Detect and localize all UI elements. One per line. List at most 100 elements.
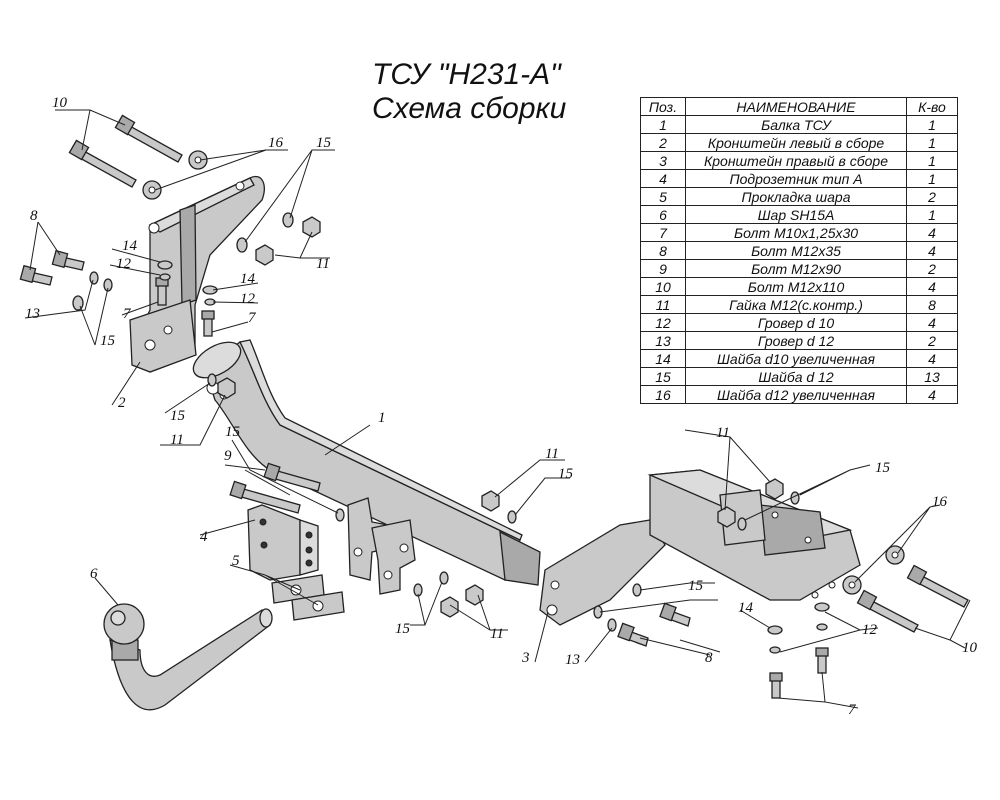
callout-7: 7 bbox=[248, 310, 257, 326]
bolts-m12x110-left bbox=[68, 114, 183, 188]
callout-9: 9 bbox=[224, 448, 232, 464]
lock-nuts bbox=[217, 216, 784, 618]
washers bbox=[72, 150, 905, 654]
cell-name: Шар SH15A bbox=[685, 205, 907, 224]
callout-13: 13 bbox=[565, 652, 580, 668]
bolts-m10-right bbox=[769, 647, 829, 699]
callout-11: 11 bbox=[716, 425, 730, 441]
cell-name: Прокладка шара bbox=[685, 187, 907, 206]
cell-name: Шайба d10 увеличенная bbox=[685, 349, 907, 368]
cell-pos: 3 bbox=[640, 151, 686, 170]
tow-ball bbox=[103, 603, 273, 711]
cell-name: Гровер d 10 bbox=[685, 313, 907, 332]
callout-15: 15 bbox=[558, 466, 574, 482]
callout-numbers: 10 16 15 8 14 12 14 12 13 15 7 7 11 2 15… bbox=[25, 95, 978, 718]
cell-pos: 14 bbox=[640, 349, 686, 368]
cell-pos: 5 bbox=[640, 187, 686, 206]
header-qty: К-во bbox=[906, 97, 958, 116]
cell-qty: 2 bbox=[906, 259, 958, 278]
cell-pos: 13 bbox=[640, 331, 686, 350]
callout-15: 15 bbox=[100, 333, 116, 349]
callout-10: 10 bbox=[962, 640, 978, 656]
callout-1: 1 bbox=[378, 410, 386, 426]
header-name: НАИМЕНОВАНИЕ bbox=[685, 97, 907, 116]
cell-qty: 13 bbox=[906, 367, 958, 386]
cell-qty: 4 bbox=[906, 349, 958, 368]
callout-12: 12 bbox=[240, 291, 256, 307]
bolts-m12x35-right bbox=[617, 602, 691, 647]
cell-qty: 4 bbox=[906, 241, 958, 260]
cell-qty: 4 bbox=[906, 277, 958, 296]
callout-11: 11 bbox=[316, 256, 330, 272]
callout-4: 4 bbox=[200, 529, 208, 545]
cell-pos: 2 bbox=[640, 133, 686, 152]
callout-14: 14 bbox=[738, 600, 754, 616]
callout-5: 5 bbox=[232, 553, 240, 569]
callout-8: 8 bbox=[705, 650, 713, 666]
header-pos: Поз. bbox=[640, 97, 686, 116]
cell-qty: 1 bbox=[906, 205, 958, 224]
cell-qty: 1 bbox=[906, 115, 958, 134]
diagram-title: ТСУ "H231-A" bbox=[372, 58, 561, 91]
cell-name: Болт М12х35 bbox=[685, 241, 907, 260]
cell-name: Болт М12х110 bbox=[685, 277, 907, 296]
callout-7: 7 bbox=[848, 702, 857, 718]
cell-pos: 9 bbox=[640, 259, 686, 278]
callout-15: 15 bbox=[395, 621, 411, 637]
cell-pos: 16 bbox=[640, 385, 686, 404]
bolts-m12x35-left bbox=[19, 249, 85, 286]
tow-bar-beam bbox=[192, 339, 541, 595]
callout-11: 11 bbox=[490, 626, 504, 642]
callout-15: 15 bbox=[688, 578, 704, 594]
cell-qty: 4 bbox=[906, 313, 958, 332]
callout-8: 8 bbox=[30, 208, 38, 224]
diagram-subtitle: Схема сборки bbox=[372, 92, 567, 125]
cell-pos: 1 bbox=[640, 115, 686, 134]
callout-15: 15 bbox=[875, 460, 891, 476]
cell-qty: 1 bbox=[906, 133, 958, 152]
left-bracket-assembly bbox=[129, 175, 265, 373]
cell-qty: 2 bbox=[906, 187, 958, 206]
cell-qty: 8 bbox=[906, 295, 958, 314]
cell-name: Кронштейн правый в сборе bbox=[685, 151, 907, 170]
cell-pos: 10 bbox=[640, 277, 686, 296]
callout-15: 15 bbox=[170, 408, 186, 424]
callout-3: 3 bbox=[521, 650, 530, 666]
cell-pos: 6 bbox=[640, 205, 686, 224]
callout-11: 11 bbox=[170, 432, 184, 448]
callout-15: 15 bbox=[225, 424, 241, 440]
callout-10: 10 bbox=[52, 95, 68, 111]
table-header-row: Поз. НАИМЕНОВАНИЕ К-во bbox=[640, 97, 958, 116]
callout-7: 7 bbox=[123, 306, 132, 322]
cell-qty: 1 bbox=[906, 151, 958, 170]
callout-12: 12 bbox=[862, 622, 878, 638]
cell-name: Болт М12х90 bbox=[685, 259, 907, 278]
leader-lines bbox=[24, 109, 971, 709]
cell-qty: 2 bbox=[906, 331, 958, 350]
cell-name: Гровер d 12 bbox=[685, 331, 907, 350]
callout-15: 15 bbox=[316, 135, 332, 151]
callout-11: 11 bbox=[545, 446, 559, 462]
callout-13: 13 bbox=[25, 306, 40, 322]
cell-pos: 12 bbox=[640, 313, 686, 332]
callout-12: 12 bbox=[116, 256, 132, 272]
callout-16: 16 bbox=[268, 135, 284, 151]
cell-name: Шайба d 12 bbox=[685, 367, 907, 386]
cell-pos: 11 bbox=[640, 295, 686, 314]
